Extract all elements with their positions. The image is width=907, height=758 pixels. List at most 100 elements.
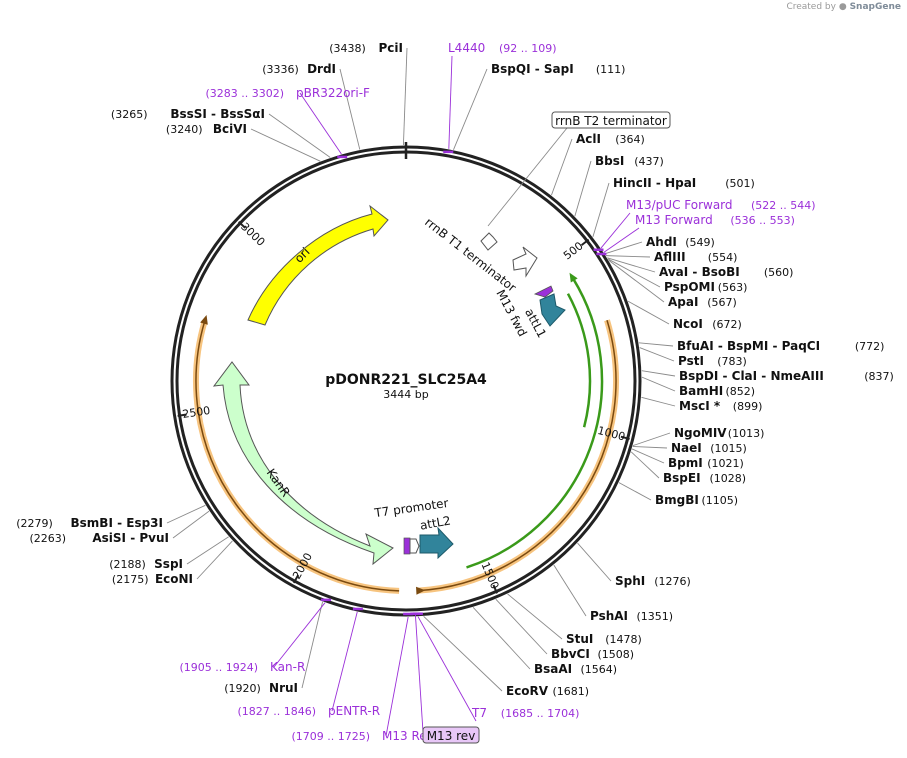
site-bsaai[interactable]: BsaAI(1564) bbox=[534, 662, 617, 676]
site-position: (1028) bbox=[710, 472, 747, 485]
site-position: (1681) bbox=[553, 685, 590, 698]
orf-arc-right-core bbox=[418, 319, 617, 592]
site-name: AclI bbox=[576, 132, 601, 146]
site-nrui[interactable]: NruI(1920) bbox=[224, 681, 298, 695]
site-position: (672) bbox=[712, 318, 742, 331]
site-stui[interactable]: StuI(1478) bbox=[566, 632, 642, 646]
site-position: (1015) bbox=[710, 442, 747, 455]
rrnb-t2-terminator-callout[interactable]: rrnB T2 terminator bbox=[551, 111, 671, 129]
primer-t7[interactable]: T7(1685 .. 1704) bbox=[412, 612, 579, 720]
leader-bspei bbox=[630, 451, 660, 479]
site-position: (1564) bbox=[581, 663, 618, 676]
leader-psti bbox=[639, 347, 675, 362]
site-bbvci[interactable]: BbvCI(1508) bbox=[551, 647, 634, 661]
leader-ncoi bbox=[627, 300, 670, 325]
site-name: NcoI bbox=[673, 317, 703, 331]
attl-arrowhead bbox=[569, 272, 578, 283]
site-bspdi-clai-nmeaiii[interactable]: BspDI - ClaI - NmeAIII(837) bbox=[679, 369, 894, 383]
site-pspomi[interactable]: PspOMI(563) bbox=[664, 280, 747, 294]
site-name: EcoRV bbox=[506, 684, 549, 698]
site-position: (783) bbox=[717, 355, 747, 368]
site-name: PstI bbox=[678, 354, 704, 368]
site-hincii-hpai[interactable]: HincII - HpaI(501) bbox=[613, 176, 755, 190]
site-asisi-pvui[interactable]: AsiSI - PvuI(2263) bbox=[30, 531, 169, 545]
primer-m13-forward[interactable]: M13 Forward(536 .. 553) bbox=[596, 213, 795, 256]
site-bmgbi[interactable]: BmgBI(1105) bbox=[655, 493, 738, 507]
site-sphi[interactable]: SphI (1276) bbox=[615, 574, 691, 588]
site-name: BmgBI bbox=[655, 493, 699, 507]
primer-m13-reverse[interactable]: M13 Reverse(1709 .. 1725) bbox=[291, 612, 460, 743]
site-bsmbi-esp3i[interactable]: BsmBI - Esp3I(2279) bbox=[16, 516, 163, 530]
tick-label-3000: 3000 bbox=[238, 220, 267, 249]
site-bsssi-bsss-i[interactable]: BssSI - BssSαI(3265) bbox=[111, 107, 265, 121]
site-name: AhdI bbox=[646, 235, 677, 249]
site-avai-bsobi[interactable]: AvaI - BsoBI(560) bbox=[659, 265, 793, 279]
leader-bsmbi-esp3i bbox=[166, 504, 206, 524]
site-position: (3336) bbox=[262, 63, 299, 76]
primer-m13-rev[interactable]: M13 rev bbox=[410, 612, 480, 744]
site-naei[interactable]: NaeI(1015) bbox=[671, 441, 747, 455]
site-ahdi[interactable]: AhdI(549) bbox=[646, 235, 715, 249]
site-name: MscI * bbox=[679, 399, 721, 413]
site-drdi[interactable]: DrdI (3336) bbox=[262, 62, 336, 76]
site-position: (1276) bbox=[654, 575, 691, 588]
site-name: SphI bbox=[615, 574, 645, 588]
plasmid-size: 3444 bp bbox=[383, 388, 428, 401]
site-apai[interactable]: ApaI(567) bbox=[668, 295, 737, 309]
site-name: DrdI bbox=[307, 62, 336, 76]
leader-avai-bsobi bbox=[607, 257, 656, 273]
primer-range: (1827 .. 1846) bbox=[237, 705, 316, 718]
center-title: pDONR221_SLC25A4 3444 bp bbox=[325, 372, 487, 401]
site-name: EcoNI bbox=[155, 572, 193, 586]
primer-kan-r[interactable]: Kan-R(1905 .. 1924) bbox=[179, 598, 332, 674]
kanr-feature-arrow bbox=[212, 361, 394, 566]
primer-name: pENTR-R bbox=[328, 704, 380, 718]
site-name: BspQI - SapI bbox=[491, 62, 574, 76]
primer-m13-puc-forward[interactable]: M13/pUC Forward(522 .. 544) bbox=[593, 198, 816, 251]
site-bbsi[interactable]: BbsI(437) bbox=[595, 154, 664, 168]
site-bamhi[interactable]: BamHI(852) bbox=[679, 384, 755, 398]
site-acli[interactable]: AclI (364) bbox=[576, 132, 645, 146]
site-ecorv[interactable]: EcoRV (1681) bbox=[506, 684, 589, 698]
site-sspi[interactable]: SspI(2188) bbox=[109, 557, 183, 571]
rrnb-t2-label: rrnB T2 terminator bbox=[555, 114, 667, 128]
site-bspei[interactable]: BspEI(1028) bbox=[663, 471, 746, 485]
primer-pbr322ori-f[interactable]: pBR322ori-F (3283 .. 3302) bbox=[205, 86, 370, 159]
leader-rrnb-t2 bbox=[487, 127, 568, 227]
leader-m13-puc-forward bbox=[600, 212, 631, 249]
site-econi[interactable]: EcoNI(2175) bbox=[112, 572, 193, 586]
primer-box bbox=[422, 726, 480, 744]
site-position: (772) bbox=[855, 340, 885, 353]
site-bfuai-bspmi-paqci[interactable]: BfuAI - BspMI - PaqCI (772) bbox=[677, 339, 884, 353]
site-bcivi[interactable]: BciVI(3240) bbox=[166, 122, 247, 136]
tick-3000 bbox=[237, 221, 246, 229]
site-ngomiv[interactable]: NgoMIV(1013) bbox=[674, 426, 764, 440]
site-ncoi[interactable]: NcoI (672) bbox=[673, 317, 742, 331]
primer-name: pBR322ori-F bbox=[296, 86, 370, 100]
site-position: (852) bbox=[726, 385, 756, 398]
site-pcii[interactable]: PciI(3438) bbox=[329, 41, 403, 55]
site-msci[interactable]: MscI *(899) bbox=[679, 399, 762, 413]
site-position: (1478) bbox=[605, 633, 642, 646]
m13-rev-marker bbox=[403, 537, 411, 555]
site-psti[interactable]: PstI (783) bbox=[678, 354, 747, 368]
primer-pentr-r[interactable]: pENTR-R (1827 .. 1846) bbox=[237, 607, 380, 718]
orf-arc-left-core bbox=[195, 321, 400, 592]
site-bpmi[interactable]: BpmI(1021) bbox=[668, 456, 744, 470]
site-position: (364) bbox=[615, 133, 645, 146]
leader-bbvci bbox=[495, 598, 548, 655]
site-name: BfuAI - BspMI - PaqCI bbox=[677, 339, 820, 353]
primer-range: (3283 .. 3302) bbox=[205, 87, 284, 100]
site-afliii[interactable]: AflIII(554) bbox=[654, 250, 737, 264]
site-name: ApaI bbox=[668, 295, 698, 309]
site-position: (2188) bbox=[109, 558, 146, 571]
site-bspqi-sapi[interactable]: BspQI - SapI (111) bbox=[491, 62, 625, 76]
leader-econi bbox=[196, 540, 233, 580]
primer-l4440[interactable]: L4440(92 .. 109) bbox=[443, 41, 557, 154]
site-pshai[interactable]: PshAI(1351) bbox=[590, 609, 673, 623]
tick-2500 bbox=[177, 413, 187, 417]
snapgene-credit: Created by ● SnapGene bbox=[786, 2, 901, 12]
leader-ecorv bbox=[423, 616, 503, 692]
site-position: (111) bbox=[596, 63, 626, 76]
leader-pbr322ori-f bbox=[299, 92, 342, 155]
